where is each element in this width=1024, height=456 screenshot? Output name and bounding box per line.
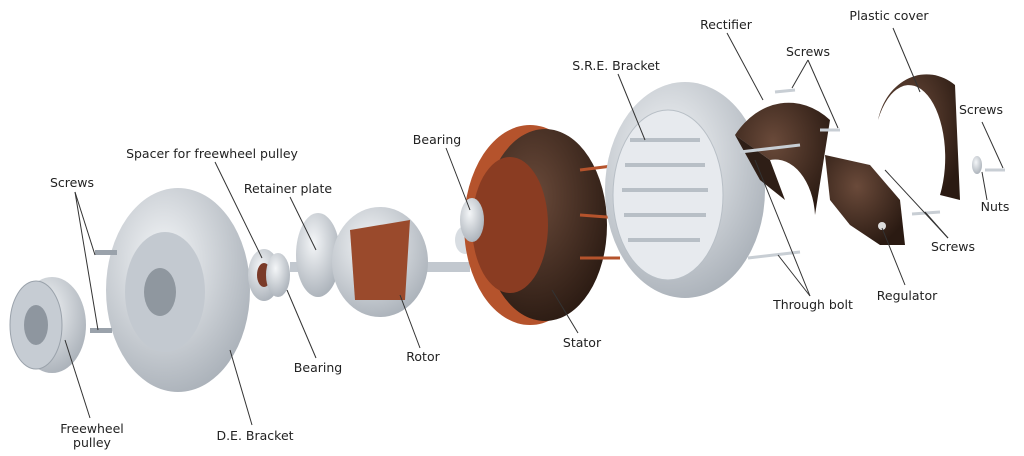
label-screws-lower-right: Screws [930,239,976,254]
leader-lines [64,27,1004,426]
label-through-bolt: Through bolt [773,297,853,312]
rotor-part [290,207,475,317]
stator-part [460,125,621,325]
label-regulator: Regulator [876,288,938,303]
screws-nuts-part [972,156,1005,174]
bearing-spacer-part [248,249,290,301]
label-freewheel-pulley-line1: Freewheel [60,421,124,436]
label-screws-top: Screws [785,44,831,59]
label-screws-right: Screws [958,102,1004,117]
regulator-part [825,155,941,245]
label-screws-left: Screws [49,175,95,190]
label-stator: Stator [562,335,602,350]
label-bearing-lower: Bearing [293,360,343,375]
label-sre-bracket: S.R.E. Bracket [572,58,660,73]
label-freewheel-pulley-line2: pulley [73,435,111,450]
de-bracket-part [90,188,250,392]
label-bearing-upper: Bearing [412,132,462,147]
label-retainer-plate: Retainer plate [243,181,333,196]
label-plastic-cover: Plastic cover [849,8,929,23]
label-rectifier: Rectifier [700,17,752,32]
label-freewheel-pulley: Freewheel pulley [60,422,124,450]
sre-bracket-part [605,82,765,298]
label-spacer: Spacer for freewheel pulley [126,146,298,161]
label-nuts: Nuts [980,199,1010,214]
freewheel-pulley-part [9,277,86,373]
rectifier-part [735,88,840,260]
plastic-cover-part [878,74,960,200]
label-de-bracket: D.E. Bracket [216,428,294,443]
label-rotor: Rotor [406,349,440,364]
